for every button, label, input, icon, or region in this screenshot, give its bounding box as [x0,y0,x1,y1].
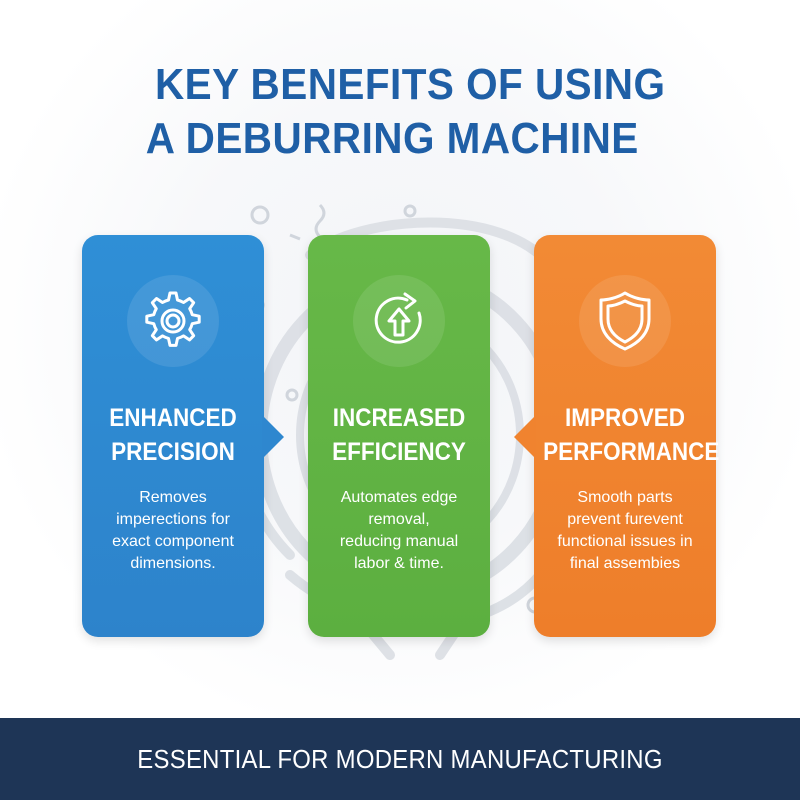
card-connector-arrow [514,415,536,459]
card-desc-line: labor & time. [354,555,444,572]
card-description: Smooth parts prevent furevent functional… [534,487,716,575]
refresh-arrow-icon [353,275,445,367]
card-description: Automates edge removal, reducing manual … [308,487,490,575]
card-title-line-2: EFFICIENCY [332,438,466,466]
card-title: INCREASED EFFICIENCY [317,401,481,469]
card-desc-line: Removes [139,489,207,506]
card-desc-line: Smooth parts [577,489,673,506]
title-line-1: KEY BENEFITS OF USING [154,60,666,109]
footer-banner: ESSENTIAL FOR MODERN MANUFACTURING [0,718,800,800]
card-desc-line: imperections for [116,511,230,528]
card-desc-line: exact component [112,533,234,550]
card-title: IMPROVED PERFORMANCE [543,401,720,469]
page-title: KEY BENEFITS OF USING A DEBURRING MACHIN… [120,58,672,166]
shield-icon [579,275,671,367]
card-title-line-2: PRECISION [111,438,235,466]
footer-text: ESSENTIAL FOR MODERN MANUFACTURING [137,744,663,774]
benefit-card-performance: IMPROVED PERFORMANCE Smooth parts preven… [514,235,720,637]
card-title-line-1: IMPROVED [564,404,686,432]
card-title: ENHANCED PRECISION [91,401,255,469]
card-desc-line: functional issues in [557,533,693,550]
card-desc-line: reducing manual [339,533,459,550]
card-desc-line: removal, [368,511,430,528]
benefit-card-precision: ENHANCED PRECISION Removes imperections … [82,235,284,637]
card-desc-line: final assembies [569,555,681,572]
benefit-card-efficiency: INCREASED EFFICIENCY Automates edge remo… [308,235,490,637]
card-title-line-2: PERFORMANCE [543,438,720,466]
card-desc-line: Automates edge [340,489,458,506]
gear-icon [127,275,219,367]
card-description: Removes imperections for exact component… [82,487,264,575]
card-connector-arrow [262,415,284,459]
card-title-line-1: ENHANCED [109,404,237,432]
card-title-line-1: INCREASED [332,404,466,432]
card-desc-line: prevent furevent [567,511,683,528]
card-desc-line: dimensions. [130,555,216,572]
title-line-2: A DEBURRING MACHINE [145,114,639,163]
